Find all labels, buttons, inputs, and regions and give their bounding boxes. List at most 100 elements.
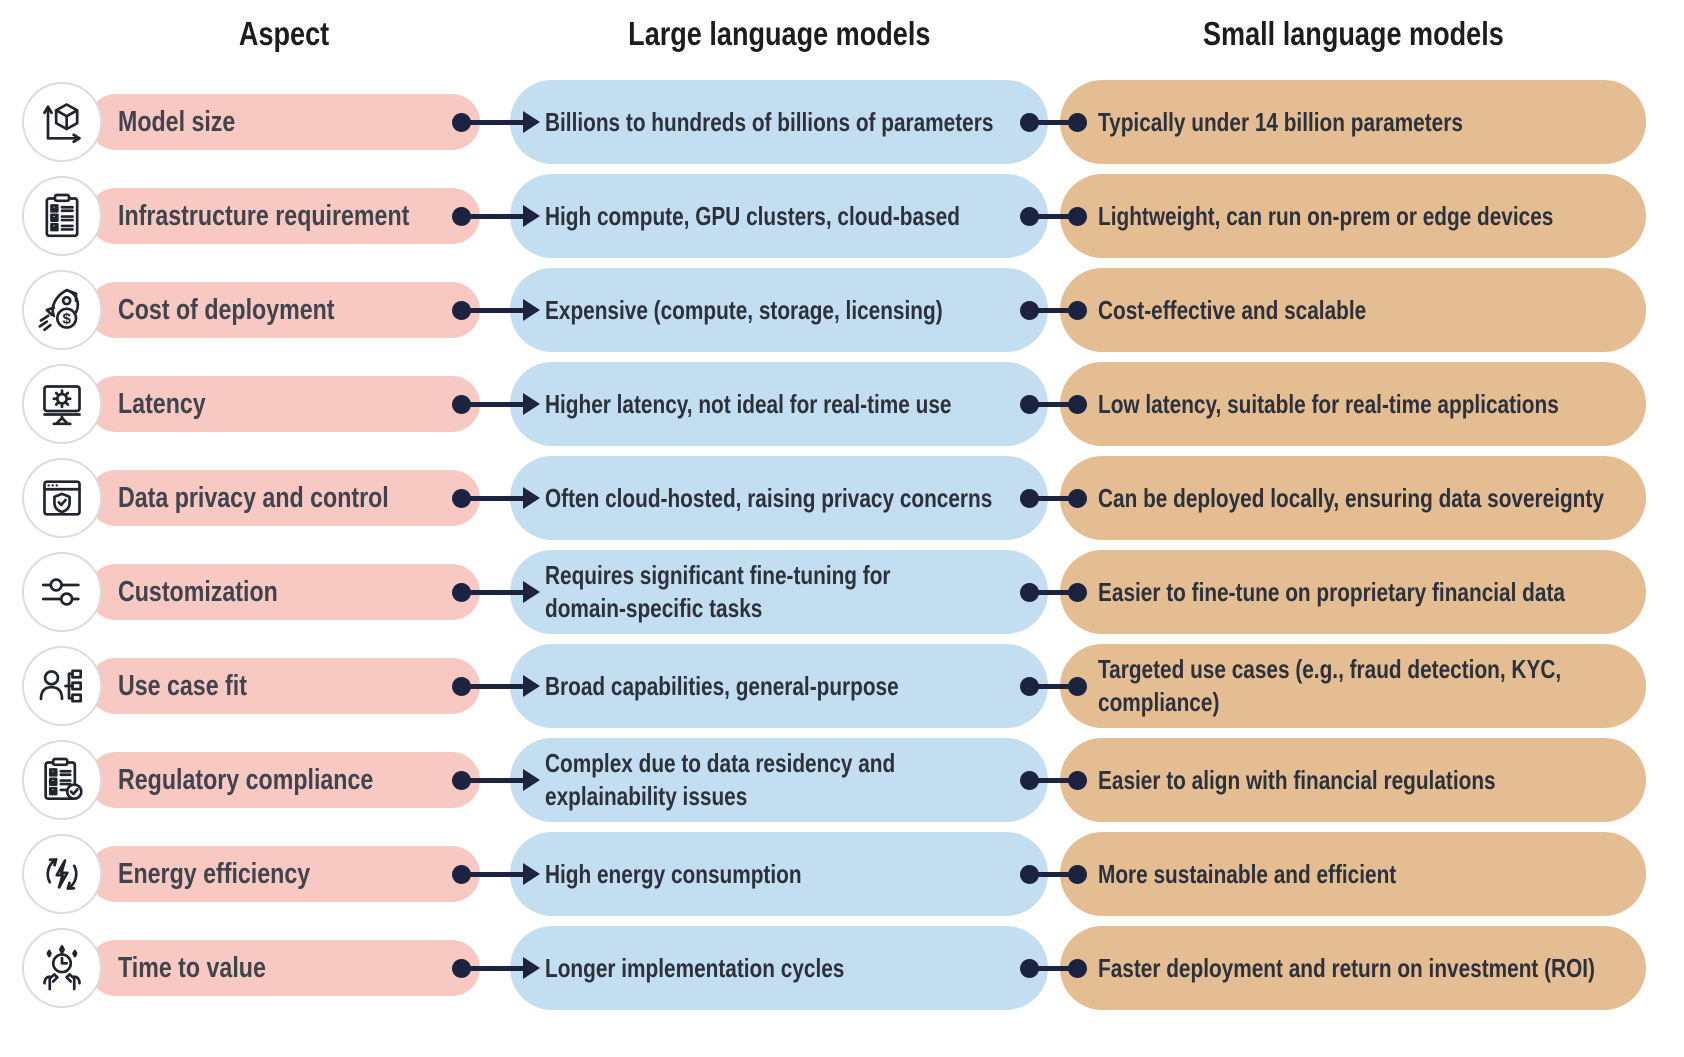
comparison-row-10: Time to value Longer implementation cycl… [0,921,1684,1015]
arrowhead-icon [523,205,540,227]
llm-pill: Broad capabilities, general-purpose [510,644,1048,728]
hands-clock-icon [43,945,81,991]
slm-description: Faster deployment and return on investme… [1098,952,1595,983]
connector-line [461,495,525,501]
llm-description: Complex due to data residency and explai… [545,748,896,811]
connector-line [1029,683,1077,689]
aspect-pill: Use case fit [88,658,480,714]
person-hierarchy-icon-circle [22,646,102,726]
slm-description: Targeted use cases (e.g., fraud detectio… [1098,654,1562,717]
slm-pill: Lightweight, can run on-prem or edge dev… [1060,174,1646,258]
slm-pill: Can be deployed locally, ensuring data s… [1060,456,1646,540]
arrowhead-icon [523,957,540,979]
llm-pill: Expensive (compute, storage, licensing) [510,268,1048,352]
slm-pill: Faster deployment and return on investme… [1060,926,1646,1010]
aspect-label: Energy efficiency [118,857,311,890]
aspect-pill: Time to value [88,940,480,996]
llm-pill: High energy consumption [510,832,1048,916]
comparison-row-2: Infrastructure requirement High compute,… [0,169,1684,263]
llm-pill: Higher latency, not ideal for real-time … [510,362,1048,446]
slm-pill: More sustainable and efficient [1060,832,1646,916]
connector-dot [1068,676,1087,696]
browser-shield-icon-circle [22,458,102,538]
connector-line [461,401,525,407]
rocket-dollar-icon: $ [38,288,80,332]
checklist-clipboard-icon [45,193,79,238]
model-size-icon [43,103,81,144]
slm-pill: Easier to align with financial regulatio… [1060,738,1646,822]
comparison-row-7: Use case fit Broad capabilities, general… [0,639,1684,733]
column-header-aspect: Aspect [0,12,568,56]
connector-line [1029,589,1077,595]
llm-description: Longer implementation cycles [545,952,845,983]
slm-description: More sustainable and efficient [1098,858,1397,889]
connector-line [1029,401,1077,407]
slm-description: Low latency, suitable for real-time appl… [1098,388,1559,419]
connector-line [1029,965,1077,971]
llm-pill: Requires significant fine-tuning for dom… [510,550,1048,634]
llm-description: Requires significant fine-tuning for dom… [545,560,891,623]
llm-description: Expensive (compute, storage, licensing) [545,294,943,325]
slm-pill: Easier to fine-tune on proprietary finan… [1060,550,1646,634]
slm-description: Typically under 14 billion parameters [1098,106,1463,137]
llm-pill: Often cloud-hosted, raising privacy conc… [510,456,1048,540]
slm-description: Lightweight, can run on-prem or edge dev… [1098,200,1554,231]
slm-description: Cost-effective and scalable [1098,294,1367,325]
aspect-label: Time to value [118,951,266,984]
recycle-bolt-icon-circle [22,834,102,914]
llm-pill: Billions to hundreds of billions of para… [510,80,1048,164]
slm-pill: Low latency, suitable for real-time appl… [1060,362,1646,446]
arrowhead-icon [523,581,540,603]
browser-shield-icon [43,480,81,516]
connector-dot [1068,488,1087,508]
comparison-row-9: Energy efficiency High energy consumptio… [0,827,1684,921]
llm-description: Often cloud-hosted, raising privacy conc… [545,482,993,513]
aspect-pill: Regulatory compliance [88,752,480,808]
connector-line [461,777,525,783]
connector-line [461,965,525,971]
sliders-icon-circle [22,552,102,632]
column-header-large-language-models: Large language models [510,12,1048,56]
connector-dot [1068,770,1087,790]
svg-text:$: $ [62,310,71,327]
aspect-pill: Model size [88,94,480,150]
connector-dot [1068,112,1087,132]
connector-dot [1068,582,1087,602]
clipboard-check-icon [44,757,83,801]
arrowhead-icon [523,769,540,791]
slm-description: Can be deployed locally, ensuring data s… [1098,482,1604,513]
llm-pill: Complex due to data residency and explai… [510,738,1048,822]
comparison-row-6: Customization Requires significant fine-… [0,545,1684,639]
clipboard-check-icon-circle [22,740,102,820]
column-header-small-language-models: Small language models [1060,12,1646,56]
connector-line [461,683,525,689]
aspect-pill: Data privacy and control [88,470,480,526]
connector-line [1029,777,1077,783]
aspect-label: Customization [118,575,278,608]
connector-dot [1068,958,1087,978]
slm-pill: Targeted use cases (e.g., fraud detectio… [1060,644,1646,728]
aspect-pill: Latency [88,376,480,432]
connector-line [1029,495,1077,501]
connector-line [1029,307,1077,313]
sliders-icon [41,578,80,606]
aspect-label: Latency [118,387,206,420]
llm-description: High energy consumption [545,858,802,889]
aspect-label: Regulatory compliance [118,763,374,796]
connector-dot [1068,864,1087,884]
comparison-row-5: Data privacy and control Often cloud-hos… [0,451,1684,545]
llm-pill: High compute, GPU clusters, cloud-based [510,174,1048,258]
connector-line [1029,213,1077,219]
connector-line [1029,119,1077,125]
connector-dot [1068,206,1087,226]
connector-dot [1068,394,1087,414]
aspect-pill: Infrastructure requirement [88,188,480,244]
arrowhead-icon [523,111,540,133]
comparison-row-4: Latency Higher latency, not ideal for re… [0,357,1684,451]
person-hierarchy-icon [39,669,83,703]
aspect-label: Data privacy and control [118,481,389,514]
slm-description: Easier to fine-tune on proprietary finan… [1098,576,1565,607]
aspect-label: Model size [118,105,236,138]
aspect-pill: Cost of deployment [88,282,480,338]
connector-line [461,307,525,313]
